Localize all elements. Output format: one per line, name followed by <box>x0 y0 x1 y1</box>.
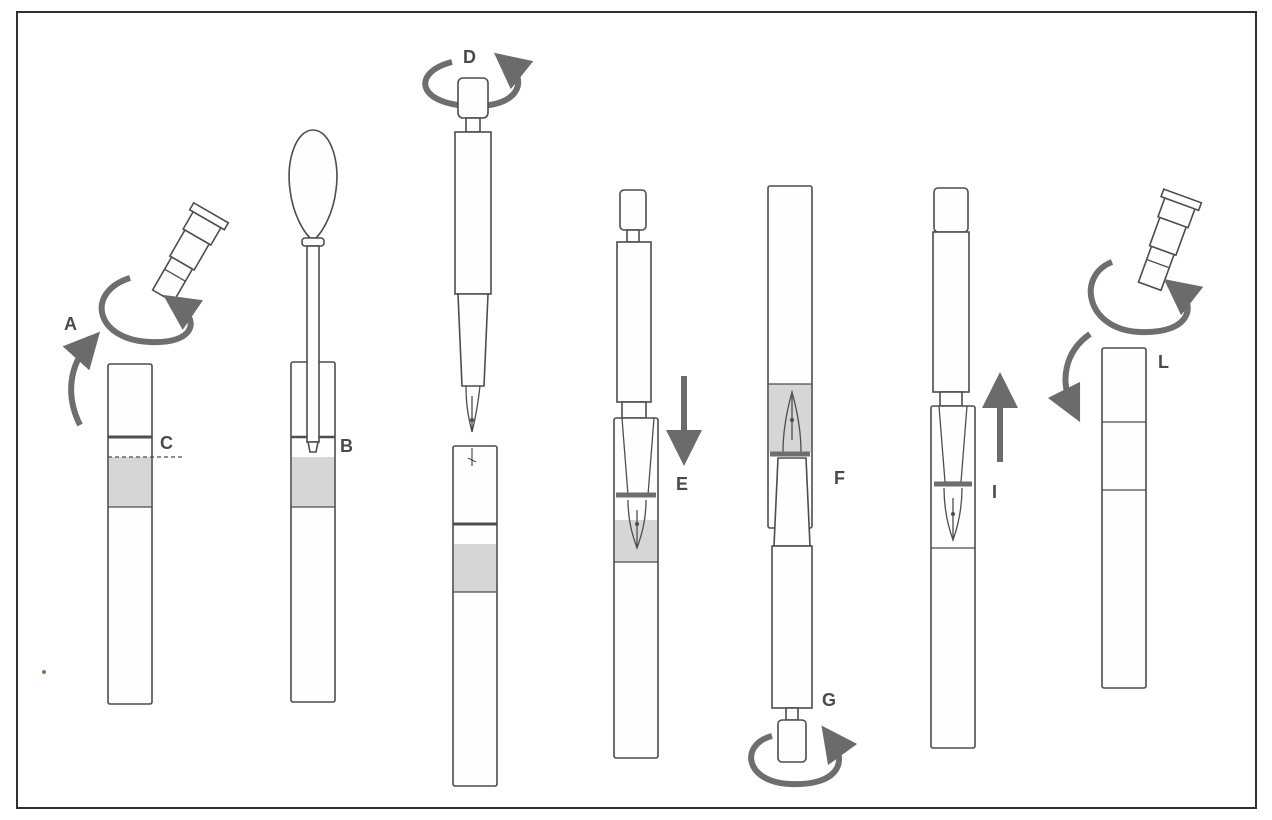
step-f-pen <box>771 457 813 763</box>
label-e: E <box>676 474 688 494</box>
label-a: A <box>64 314 77 334</box>
step-l-barrel <box>1101 347 1147 689</box>
speck-mark <box>42 670 46 674</box>
label-l: L <box>1158 352 1169 372</box>
step-a-rotate-arrow <box>98 275 204 346</box>
label-g: G <box>822 690 836 710</box>
step-l-piston-knob <box>1137 188 1203 292</box>
step-a-lift-arrow <box>62 331 101 427</box>
label-b: B <box>340 436 353 456</box>
figure-border <box>16 11 1257 809</box>
label-f: F <box>834 468 845 488</box>
step-a-barrel <box>107 363 182 705</box>
step-i-pen <box>932 187 970 407</box>
step-b-bulb-filler <box>288 129 338 453</box>
step-g-rotate-arrow <box>748 725 858 788</box>
step-a-piston-knob <box>151 201 230 304</box>
step-d-barrel <box>452 445 498 787</box>
step-l-rotate-arrow <box>1087 259 1204 336</box>
label-c: C <box>160 433 173 453</box>
label-d: D <box>463 47 476 67</box>
step-e-barrel <box>613 417 659 759</box>
step-f-barrel <box>767 185 813 529</box>
label-i: I <box>992 482 997 502</box>
step-d-pen <box>454 77 492 433</box>
step-i-barrel <box>930 405 976 749</box>
step-l-down-arrow <box>1047 331 1092 423</box>
step-e-pen <box>616 189 652 419</box>
